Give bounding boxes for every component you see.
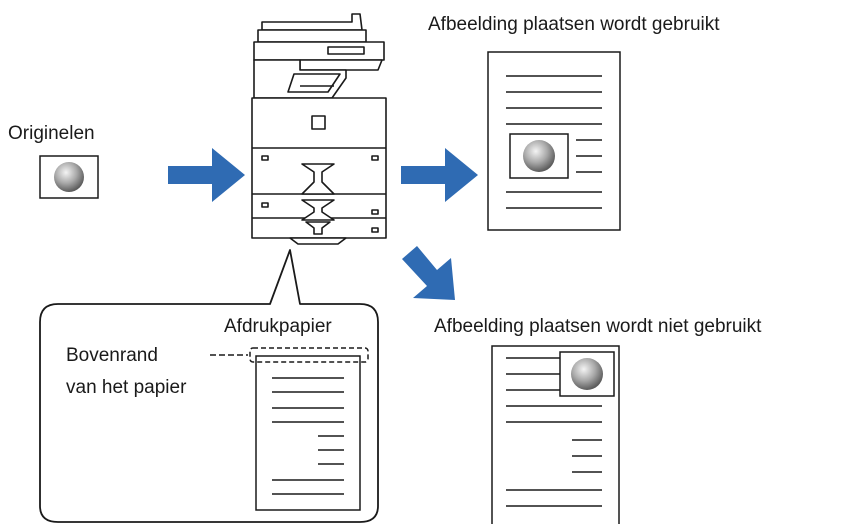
circle-image-icon <box>54 162 84 192</box>
result-document-not-used <box>491 345 620 524</box>
print-paper-label: Afdrukpapier <box>224 316 332 337</box>
original-image-icon <box>39 155 99 199</box>
top-edge-label-line1: Bovenrand <box>66 345 158 366</box>
result-document-used <box>487 51 621 231</box>
circle-image-icon <box>523 140 555 172</box>
image-placement-used-label: Afbeelding plaatsen wordt gebruikt <box>428 14 720 35</box>
arrow-right-icon <box>401 148 478 202</box>
originals-label: Originelen <box>8 123 95 144</box>
image-placement-not-used-label: Afbeelding plaatsen wordt niet gebruikt <box>434 316 762 337</box>
printer-icon <box>251 13 387 245</box>
arrow-right-icon <box>168 148 245 202</box>
print-paper-document <box>210 347 369 511</box>
circle-image-icon <box>571 358 603 390</box>
arrow-down-right-icon <box>402 246 455 300</box>
top-edge-label-line2: van het papier <box>66 377 187 398</box>
